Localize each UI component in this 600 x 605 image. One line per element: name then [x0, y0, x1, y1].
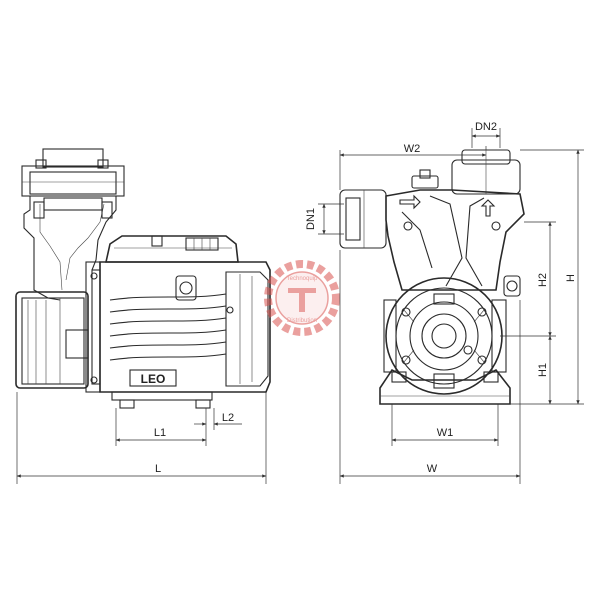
dim-W: W	[339, 250, 521, 484]
pump-base	[379, 368, 511, 405]
dim-H2: H2	[500, 221, 556, 337]
dim-W1-label: W1	[437, 427, 454, 439]
side-view: LEO L1 L2 L	[15, 148, 271, 484]
dim-W2: W2	[339, 143, 487, 190]
outlet-port	[451, 149, 521, 195]
dim-L2-label: L2	[222, 412, 234, 424]
front-view: W2 DN2 DN1 H H2	[305, 121, 584, 484]
dim-W-label: W	[427, 463, 438, 475]
dim-H-label: H	[565, 274, 577, 282]
dim-L: L	[16, 392, 267, 484]
brand-plate-text: LEO	[141, 372, 166, 386]
dim-W2-label: W2	[404, 143, 421, 155]
inlet-port	[339, 189, 387, 249]
dim-L2: L2	[194, 408, 242, 430]
dim-W1: W1	[391, 404, 499, 446]
watermark-logo-icon	[288, 288, 316, 312]
dim-DN2-label: DN2	[475, 121, 497, 133]
pump-casing	[15, 291, 89, 389]
dim-H1: H1	[537, 335, 552, 405]
dim-L-label: L	[155, 463, 161, 475]
dim-DN1: DN1	[305, 203, 344, 235]
dim-DN2: DN2	[471, 121, 501, 148]
motor-bracket	[85, 261, 101, 393]
pump-neck	[23, 196, 117, 301]
motor-body: LEO	[99, 235, 271, 393]
technoquip-watermark: Technoquip Distribution	[264, 260, 340, 336]
dim-L1-label: L1	[154, 427, 166, 439]
watermark-top-text: Technoquip	[287, 276, 318, 282]
dim-H2-label: H2	[537, 273, 549, 287]
dim-H1-label: H1	[537, 363, 549, 377]
motor-face	[383, 277, 507, 395]
watermark-bottom-text: Distribution	[287, 318, 317, 324]
dim-H: H	[510, 149, 584, 405]
pump-housing	[385, 169, 525, 297]
motor-feet	[111, 391, 213, 409]
dim-DN1-label: DN1	[305, 208, 317, 230]
outlet-flange	[21, 148, 125, 197]
dim-L1: L1	[115, 408, 207, 446]
